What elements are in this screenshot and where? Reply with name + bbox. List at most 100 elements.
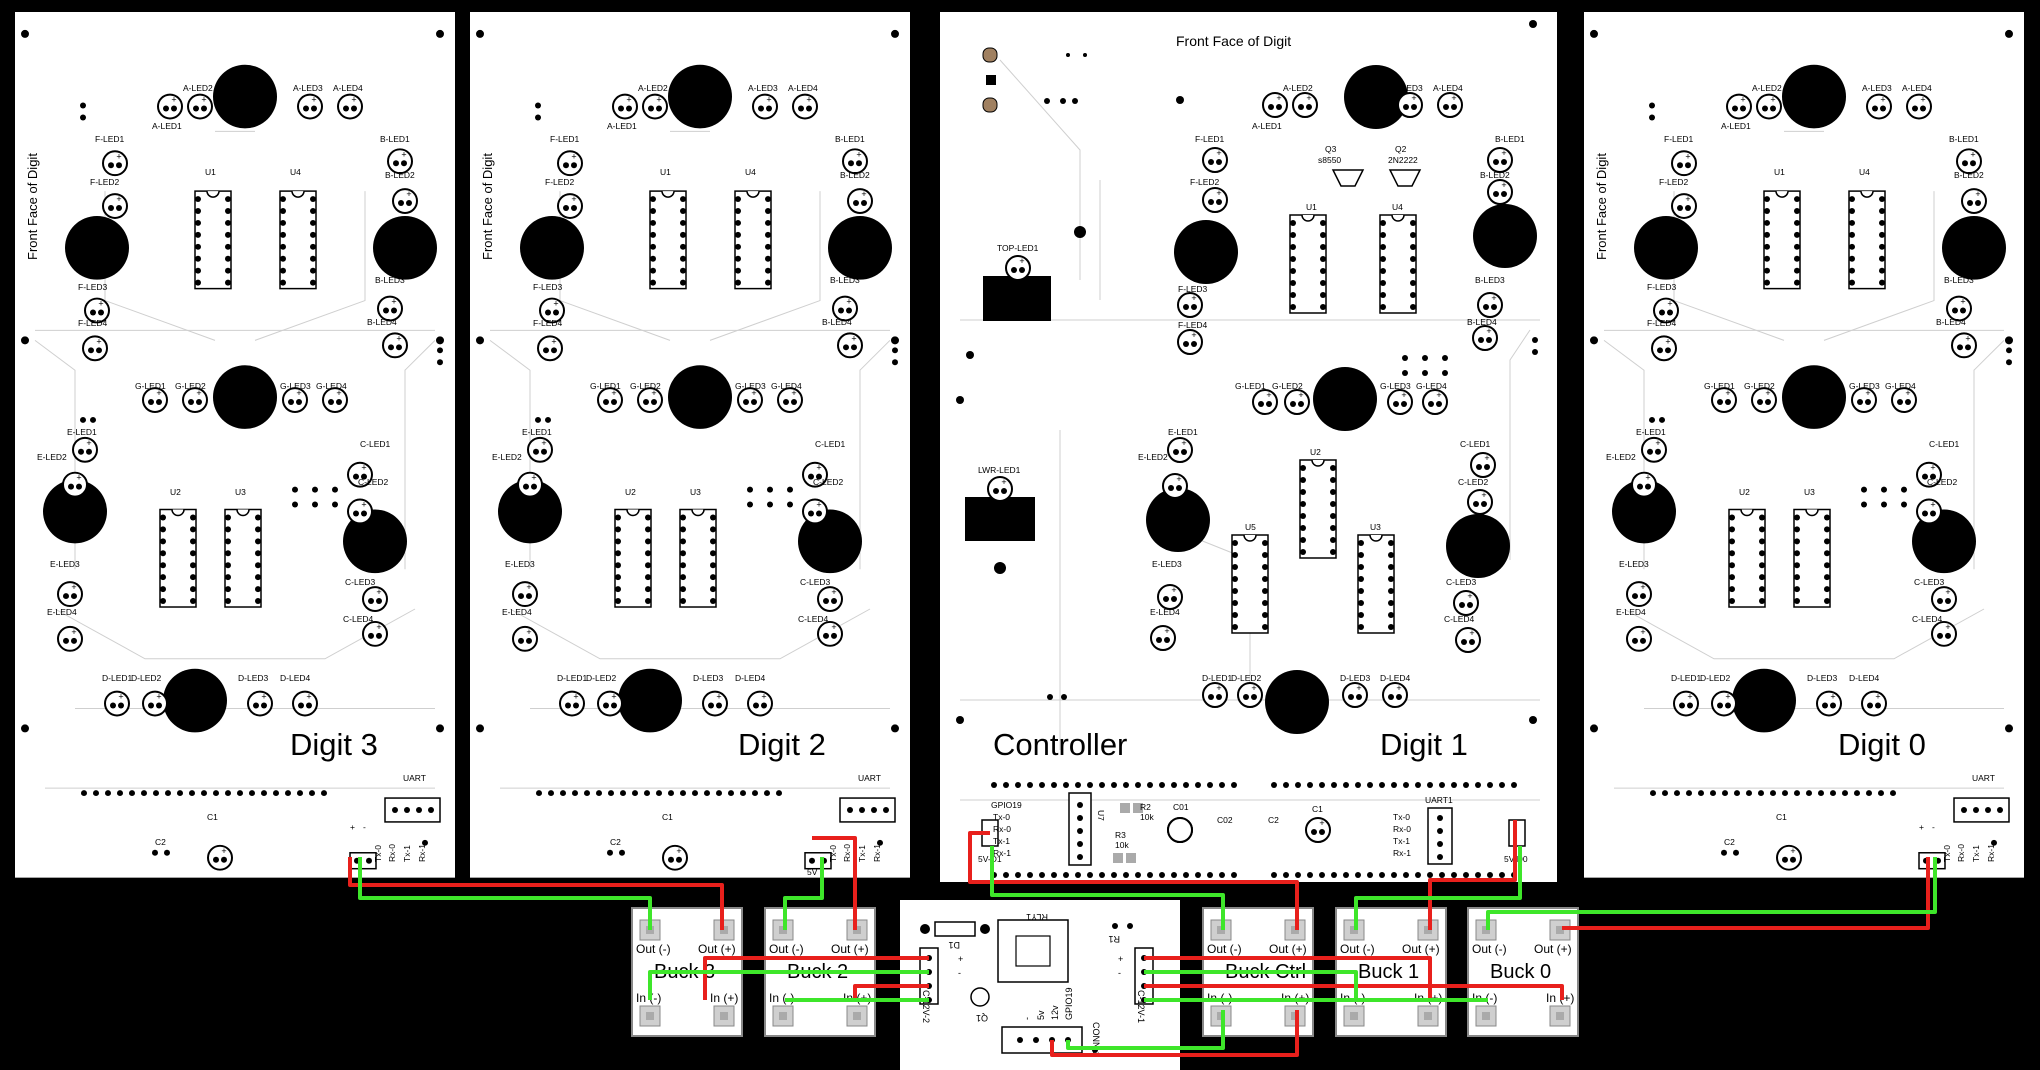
buck-out-neg-label: Out (-) xyxy=(1340,942,1375,956)
uart-label: UART xyxy=(858,773,881,783)
led-label: E-LED1 xyxy=(1168,427,1198,437)
led-label: F-LED2 xyxy=(1190,177,1220,187)
pin-label: Rx-0 xyxy=(387,844,397,862)
front-face-label: Front Face of Digit xyxy=(1594,153,1609,260)
top-led-label: TOP-LED1 xyxy=(997,243,1039,253)
front-face-label: Front Face of Digit xyxy=(480,153,495,260)
wire-input-negative xyxy=(648,970,929,1000)
gpio-pin-label: Tx-0 xyxy=(993,812,1010,822)
wiring xyxy=(348,820,1937,1057)
led-label: G-LED3 xyxy=(735,381,766,391)
ic-label: U4 xyxy=(1392,202,1403,212)
led-label: B-LED3 xyxy=(1944,275,1974,285)
led-label: D-LED4 xyxy=(1380,673,1411,683)
ic-label: U4 xyxy=(290,167,301,177)
ic-label: U4 xyxy=(1859,167,1870,177)
led-label: D-LED3 xyxy=(1807,673,1838,683)
led-label: B-LED1 xyxy=(835,134,865,144)
led-label: F-LED4 xyxy=(1178,320,1208,330)
uart-label: UART xyxy=(1972,773,1995,783)
led-label: C-LED2 xyxy=(1458,477,1489,487)
relay-pin-label: 5v xyxy=(1036,1010,1046,1020)
led-label: D-LED3 xyxy=(1340,673,1371,683)
relay-pin-label: 12v xyxy=(1050,1005,1060,1020)
ic-label: U2 xyxy=(170,487,181,497)
buck-out-pos-label: Out (+) xyxy=(698,942,736,956)
gpio19-label: GPIO19 xyxy=(991,800,1022,810)
c2-label: C2 xyxy=(610,837,621,847)
wire-input-positive xyxy=(1144,984,1564,1000)
buck-name-label: Buck 0 xyxy=(1490,961,1551,983)
wire-positive-digit0 xyxy=(1562,857,1930,930)
q2-part-label: 2N2222 xyxy=(1388,155,1418,165)
ic-label: U2 xyxy=(1310,447,1321,457)
led-label: C-LED2 xyxy=(358,477,389,487)
led-label: D-LED1 xyxy=(1202,673,1233,683)
relay-board: D1 RLY1 R1 Q1 C-12V-2 C-12V-1 CONN-1 GPI… xyxy=(900,900,1180,1070)
conn-bottom-label: CONN-1 xyxy=(1091,1022,1101,1057)
buck-module: Out (-)Out (+)Buck 0In (-)In (+) xyxy=(1467,907,1579,1037)
led-label: E-LED3 xyxy=(1619,559,1649,569)
led-label: D-LED1 xyxy=(557,673,588,683)
pin-label: Rx-0 xyxy=(842,844,852,862)
led-label: E-LED4 xyxy=(1616,607,1646,617)
wire-input-positive xyxy=(703,956,929,1000)
led-label: F-LED1 xyxy=(95,134,125,144)
led-label: E-LED3 xyxy=(505,559,535,569)
led-label: A-LED3 xyxy=(1862,83,1892,93)
board-label-digit-3: Digit 3 xyxy=(290,727,378,762)
buck-out-pos-label: Out (+) xyxy=(1534,942,1572,956)
led-label: G-LED2 xyxy=(630,381,661,391)
pin-label: Tx-1 xyxy=(857,845,867,862)
led-label: E-LED3 xyxy=(50,559,80,569)
board-label-digit-0: Digit 0 xyxy=(1838,727,1926,762)
c2-label: C2 xyxy=(1724,837,1735,847)
wire-negative-digit3 xyxy=(358,857,652,930)
led-label: C-LED4 xyxy=(1444,614,1475,624)
pin-label: Tx-0 xyxy=(1942,845,1952,862)
rly1-label: RLY1 xyxy=(1026,912,1048,922)
controller-labels: TOP-LED1 LWR-LED1 Q3 s8550 Q2 2N2222 A-L… xyxy=(978,83,1528,864)
led-label: E-LED1 xyxy=(522,427,552,437)
led-label: F-LED4 xyxy=(78,318,108,328)
led-label: E-LED2 xyxy=(1138,452,1168,462)
pin-label: Tx-0 xyxy=(828,845,838,862)
led-label: B-LED2 xyxy=(385,170,415,180)
pin-label: Tx-0 xyxy=(373,845,383,862)
led-label: A-LED4 xyxy=(1902,83,1932,93)
c2-label: C2 xyxy=(1268,815,1279,825)
board-label-digit-1: Digit 1 xyxy=(1380,727,1468,762)
led-label: G-LED3 xyxy=(1380,381,1411,391)
ic-label: U4 xyxy=(745,167,756,177)
led-label: G-LED3 xyxy=(1849,381,1880,391)
screw-terminal xyxy=(1417,1005,1439,1027)
led-label: C-LED1 xyxy=(360,439,391,449)
uart-label: UART xyxy=(403,773,426,783)
ic-label: U1 xyxy=(1774,167,1785,177)
segment-led-labels: A-LED1 A-LED2 A-LED3 A-LED4 F-LED1 F-LED… xyxy=(1606,83,1996,862)
buck-out-pos-label: Out (+) xyxy=(1269,942,1307,956)
led-label: F-LED2 xyxy=(90,177,120,187)
led-label: A-LED3 xyxy=(293,83,323,93)
screw-terminal xyxy=(1343,1005,1365,1027)
led-label: E-LED3 xyxy=(1152,559,1182,569)
relay-plus-label: + xyxy=(1118,954,1123,964)
controller-board xyxy=(940,12,1557,882)
led-label: F-LED1 xyxy=(550,134,580,144)
c1-label: C1 xyxy=(207,812,218,822)
wire-input-negative xyxy=(1144,970,1358,1000)
led-label: A-LED2 xyxy=(1752,83,1782,93)
buck-name-label: Buck 1 xyxy=(1358,961,1419,983)
led-label: G-LED2 xyxy=(1272,381,1303,391)
wire-negative-digit0 xyxy=(1486,857,1937,930)
led-label: D-LED1 xyxy=(1671,673,1702,683)
wire-positive-digit3 xyxy=(348,857,724,930)
led-label: B-LED1 xyxy=(1495,134,1525,144)
q2-label: Q2 xyxy=(1395,144,1407,154)
led-label: C-LED3 xyxy=(1914,577,1945,587)
ic-label: U1 xyxy=(660,167,671,177)
uart1-label: UART1 xyxy=(1425,795,1453,805)
led-label: B-LED4 xyxy=(822,317,852,327)
led-label: G-LED1 xyxy=(590,381,621,391)
led-label: D-LED1 xyxy=(102,673,133,683)
